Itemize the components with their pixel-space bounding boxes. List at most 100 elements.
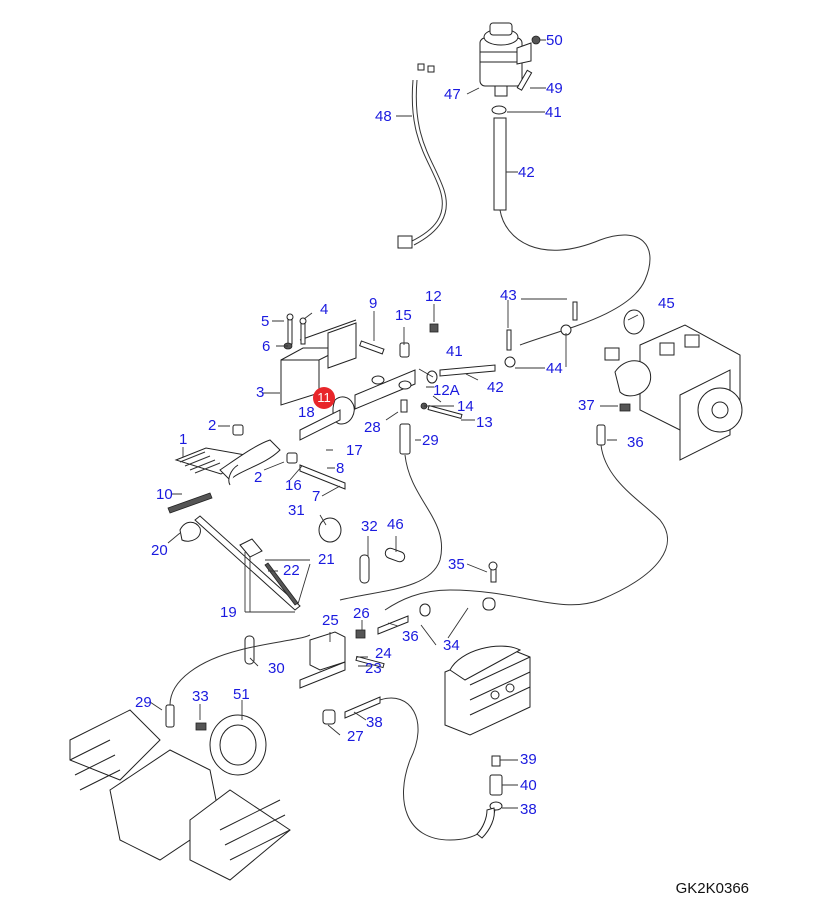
callout-44[interactable]: 44	[546, 360, 563, 377]
snap-ring-45	[623, 309, 645, 335]
master-cylinder	[299, 369, 416, 441]
callout-6[interactable]: 6	[262, 338, 271, 355]
callout-24[interactable]: 24	[375, 645, 392, 662]
callout-50[interactable]: 50	[546, 32, 563, 49]
callout-33[interactable]: 33	[192, 688, 209, 705]
axle-hose	[169, 634, 311, 706]
callout-10[interactable]: 10	[156, 486, 173, 503]
axle-assembly	[69, 709, 291, 881]
callout-7[interactable]: 7	[312, 488, 321, 505]
callout-43[interactable]: 43	[500, 287, 517, 304]
switch-12	[429, 323, 439, 333]
clamps-34	[419, 597, 496, 617]
fittings-39-40-38	[476, 755, 503, 839]
callout-42-top[interactable]: 42	[518, 164, 535, 181]
callout-51[interactable]: 51	[233, 686, 250, 703]
fitting-37	[619, 403, 631, 412]
callout-49[interactable]: 49	[546, 80, 563, 97]
callout-21[interactable]: 21	[318, 551, 335, 568]
bolt-35	[488, 561, 498, 583]
clamps-44	[504, 301, 578, 368]
callout-42[interactable]: 42	[487, 379, 504, 396]
hydraulic-pump	[604, 324, 743, 461]
bracket-25	[299, 631, 346, 689]
spring-10	[167, 492, 213, 514]
clips-32-46	[244, 547, 406, 665]
callout-36-pump[interactable]: 36	[627, 434, 644, 451]
callout-36-valve[interactable]: 36	[402, 628, 419, 645]
callout-19[interactable]: 19	[220, 604, 237, 621]
bushings-2	[232, 424, 298, 464]
callout-37[interactable]: 37	[578, 397, 595, 414]
callout-29-top[interactable]: 29	[422, 432, 439, 449]
switch-15	[399, 342, 410, 358]
callout-48[interactable]: 48	[375, 108, 392, 125]
brake-pedal	[174, 439, 281, 486]
fittings-29-33	[165, 704, 207, 731]
callout-46[interactable]: 46	[387, 516, 404, 533]
callout-17[interactable]: 17	[346, 442, 363, 459]
callout-45[interactable]: 45	[658, 295, 675, 312]
callout-14[interactable]: 14	[457, 398, 474, 415]
callout-39[interactable]: 39	[520, 751, 537, 768]
pump-hose	[384, 444, 668, 611]
callout-35[interactable]: 35	[448, 556, 465, 573]
callout-15[interactable]: 15	[395, 307, 412, 324]
callout-2-top[interactable]: 2	[208, 417, 217, 434]
callout-40[interactable]: 40	[520, 777, 537, 794]
callout-25[interactable]: 25	[322, 612, 339, 629]
cable-lever-19	[179, 515, 301, 611]
callout-38-top[interactable]: 38	[366, 714, 383, 731]
valve-hose	[379, 697, 496, 841]
mounting-bracket	[280, 319, 357, 406]
callout-23[interactable]: 23	[365, 660, 382, 677]
leader-lines	[149, 39, 639, 809]
callout-18[interactable]: 18	[298, 404, 315, 421]
hoses-36-38	[344, 615, 409, 719]
callout-26[interactable]: 26	[353, 605, 370, 622]
fitting-36-pump	[596, 424, 606, 446]
callout-30[interactable]: 30	[268, 660, 285, 677]
callout-2-bottom[interactable]: 2	[254, 469, 263, 486]
callout-28[interactable]: 28	[364, 419, 381, 436]
bolt-13	[420, 402, 463, 419]
return-hose	[499, 209, 651, 346]
callout-38-bottom[interactable]: 38	[520, 801, 537, 818]
callout-34[interactable]: 34	[443, 637, 460, 654]
callout-12a[interactable]: 12A	[433, 382, 460, 399]
callout-20[interactable]: 20	[151, 542, 168, 559]
hose-42-vertical	[493, 117, 507, 211]
drawing-code: GK2K0366	[675, 880, 749, 897]
clamp-41	[426, 370, 438, 384]
control-valve	[444, 645, 531, 736]
callout-8[interactable]: 8	[336, 460, 345, 477]
callout-5[interactable]: 5	[261, 313, 270, 330]
callout-27[interactable]: 27	[347, 728, 364, 745]
callout-41[interactable]: 41	[446, 343, 463, 360]
hose-42	[439, 364, 496, 377]
callout-41-top[interactable]: 41	[545, 104, 562, 121]
clamp-41-top	[491, 105, 507, 115]
bolt-49	[516, 69, 533, 91]
brake-hose-upper	[339, 454, 443, 601]
wire-harness	[397, 63, 447, 249]
snap-ring-31	[318, 517, 342, 543]
callout-13[interactable]: 13	[476, 414, 493, 431]
bolts-4-5	[283, 313, 307, 350]
callout-12[interactable]: 12	[425, 288, 442, 305]
callout-4[interactable]: 4	[320, 301, 329, 318]
callout-16[interactable]: 16	[285, 477, 302, 494]
callout-1[interactable]: 1	[179, 431, 188, 448]
nut-50	[531, 35, 541, 45]
bolt-23	[355, 655, 385, 669]
callout-11-highlighted[interactable]: 11	[313, 387, 335, 409]
callout-3[interactable]: 3	[256, 384, 265, 401]
callout-29-axle[interactable]: 29	[135, 694, 152, 711]
callout-32[interactable]: 32	[361, 518, 378, 535]
callout-22[interactable]: 22	[283, 562, 300, 579]
callout-47[interactable]: 47	[444, 86, 461, 103]
callout-31[interactable]: 31	[288, 502, 305, 519]
callout-9[interactable]: 9	[369, 295, 378, 312]
fitting-28-29	[399, 399, 411, 455]
